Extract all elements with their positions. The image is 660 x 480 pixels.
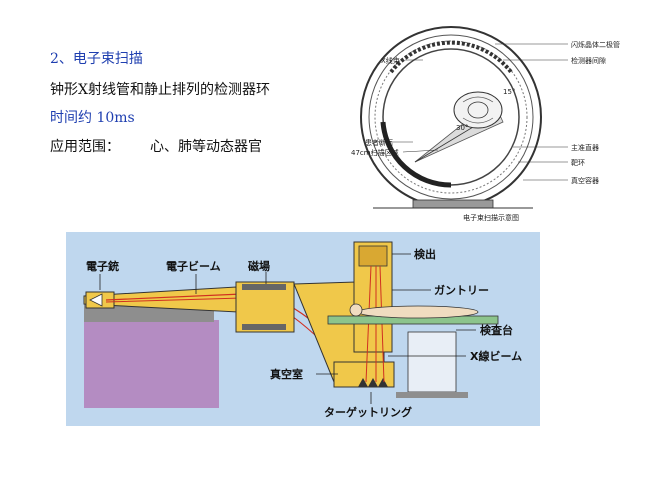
detector-block: [358, 245, 388, 267]
label-target-ring: 靶环: [571, 158, 585, 167]
label-gantry: ガントリー: [434, 283, 489, 297]
electron-beam-scan-schematic: 闪烁晶体二极管 检测器间隙 X线束 15° 30° 患者断面 47cm扫描区域 …: [343, 22, 638, 227]
application-range: 应用范围： 心、肺等动态器官: [50, 136, 262, 156]
label-angle-30: 30°: [456, 124, 468, 132]
figure-caption: 电子束扫描示意图: [463, 213, 519, 222]
application-value: 心、肺等动态器官: [150, 139, 262, 155]
application-label: 应用范围：: [50, 139, 120, 155]
label-vacuum-vessel: 真空容器: [571, 176, 599, 185]
label-xray-beam: X線ビーム: [470, 349, 522, 363]
patient: [357, 305, 479, 319]
label-magnetic-field: 磁場: [248, 259, 270, 273]
label-main-collimator: 主准直器: [571, 143, 599, 152]
label-xray-beam: X线束: [381, 56, 400, 65]
ebct-cross-section-diagram: 電子銃 電子ビーム 磁場 検出 ガントリー 検査台 X線ビーム 真空室 ターゲッ…: [66, 232, 540, 426]
label-target-ring: ターゲットリング: [324, 405, 412, 419]
label-exam-table: 検査台: [480, 323, 513, 337]
tube-description: 钟形X射线管和静止排列的检测器环: [50, 82, 270, 98]
label-scan-zone: 47cm扫描区域: [351, 148, 399, 157]
scan-time: 时间约 10ms: [50, 110, 135, 126]
label-angle-15: 15°: [503, 88, 515, 96]
label-vacuum-chamber: 真空室: [270, 367, 303, 381]
label-detector: 検出: [414, 247, 436, 261]
label-patient-section: 患者断面: [365, 138, 393, 147]
slide-title: 2、电子束扫描: [50, 51, 143, 67]
gun-housing: [84, 320, 219, 408]
label-scintillation-diode: 闪烁晶体二极管: [571, 40, 620, 49]
label-detector-gap: 检测器间隙: [571, 56, 606, 65]
label-electron-gun: 電子銃: [86, 259, 119, 273]
label-electron-beam: 電子ビーム: [166, 259, 221, 273]
